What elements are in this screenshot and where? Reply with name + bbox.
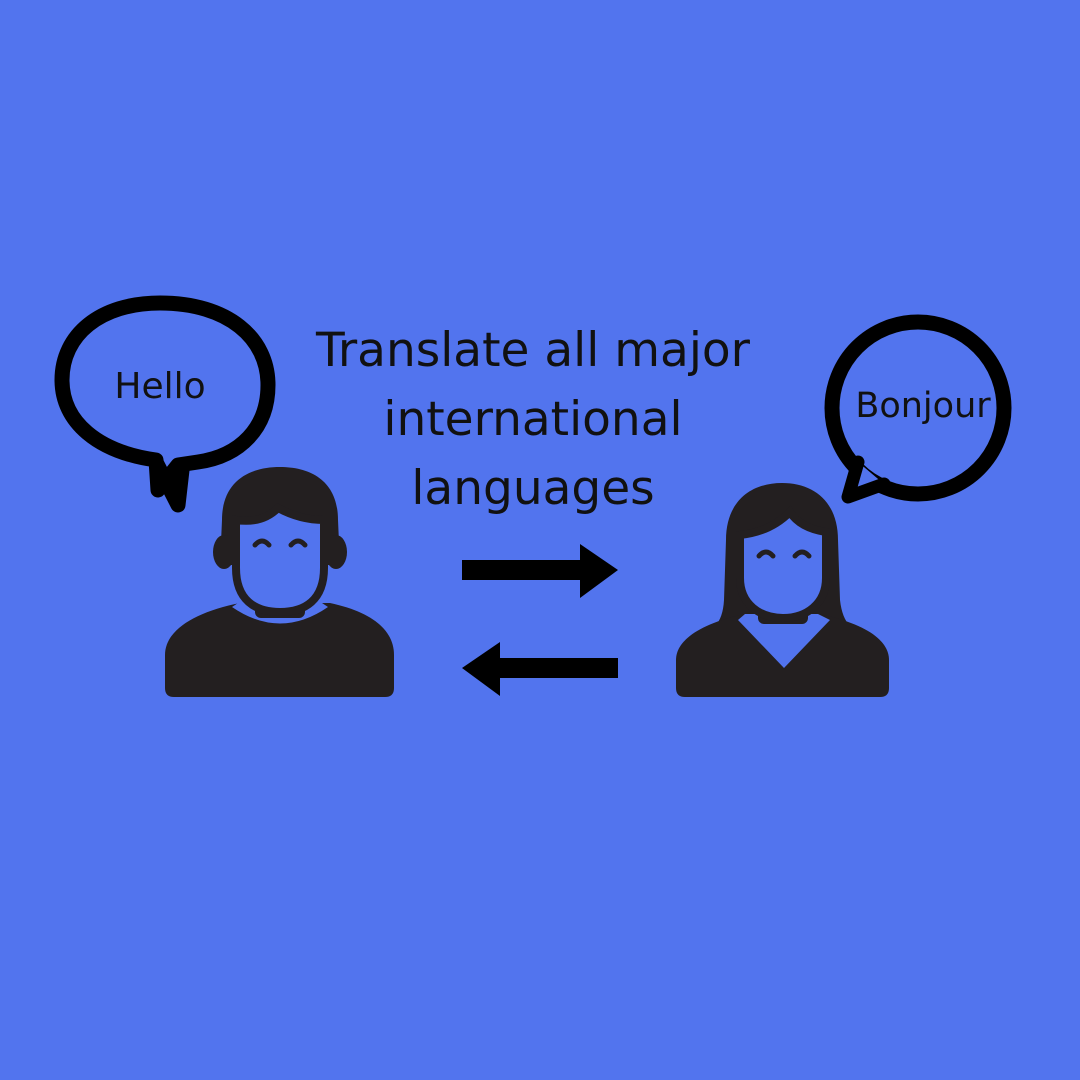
woman-avatar-icon bbox=[676, 483, 889, 697]
right-speech-bubble-icon bbox=[824, 314, 1012, 502]
headline: Translate all major international langua… bbox=[283, 316, 783, 523]
arrow-left-icon bbox=[462, 642, 618, 696]
left-speech-bubble-icon bbox=[54, 295, 276, 498]
man-avatar-icon bbox=[165, 467, 394, 697]
headline-line-2: international bbox=[383, 392, 683, 447]
arrow-right-icon bbox=[462, 544, 618, 598]
bonjour-bubble-text: Bonjour bbox=[855, 386, 991, 426]
hello-bubble-text: Hello bbox=[114, 366, 206, 407]
headline-line-3: languages bbox=[411, 461, 655, 516]
headline-line-1: Translate all major bbox=[316, 323, 750, 378]
